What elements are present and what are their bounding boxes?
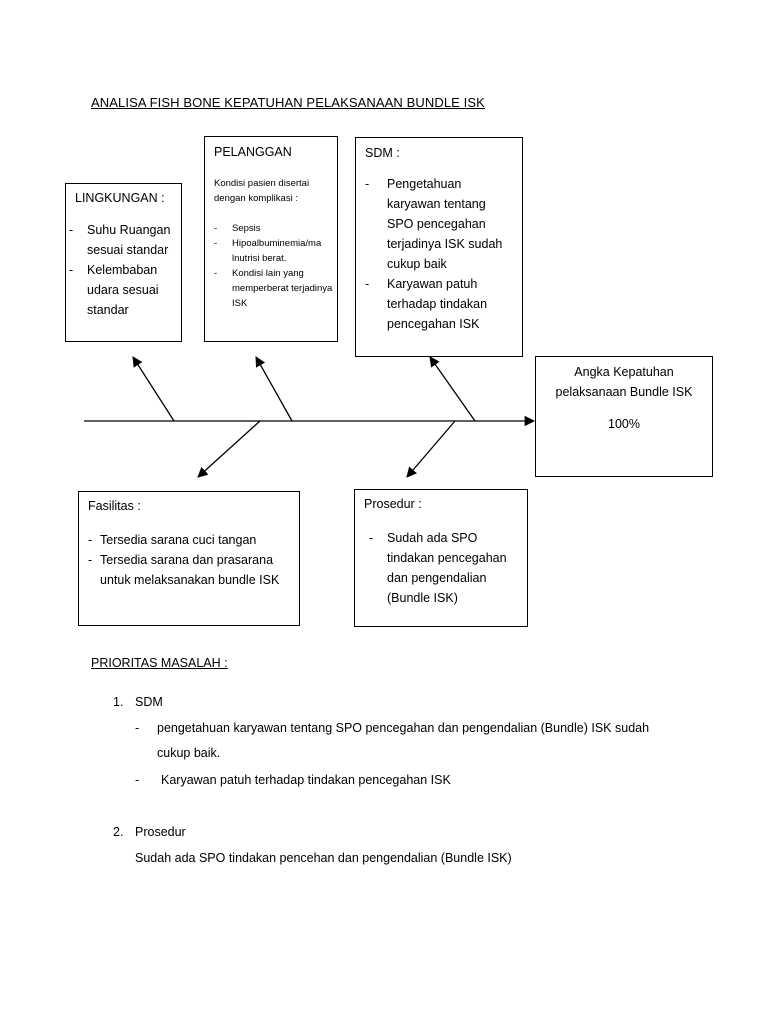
prio-item-1-sub-1a: pengetahuan karyawan tentang SPO pencega… bbox=[157, 721, 650, 735]
effect-line-1: Angka Kepatuhan bbox=[574, 365, 674, 379]
prio-dash-1: - bbox=[135, 721, 140, 735]
prio-dash-2: - bbox=[135, 773, 140, 787]
lingkungan-heading: LINGKUNGAN : bbox=[75, 191, 165, 205]
effect-line-2: pelaksanaan Bundle ISK bbox=[555, 385, 693, 399]
bone-lingkungan bbox=[132, 356, 175, 422]
pelanggan-intro: Kondisi pasien disertai dengan komplikas… bbox=[214, 178, 310, 204]
prosedur-heading: Prosedur : bbox=[364, 497, 422, 511]
list-item: Pengetahuan karyawan tentang SPO pencega… bbox=[365, 174, 510, 274]
bone-pelanggan bbox=[255, 356, 293, 422]
prio-item-2-label: Prosedur bbox=[135, 825, 186, 839]
sdm-heading: SDM : bbox=[365, 146, 400, 160]
list-item: Suhu Ruangan sesuai standar bbox=[69, 220, 177, 260]
prio-item-1-label: SDM bbox=[135, 695, 163, 709]
list-item: Tersedia sarana dan prasarana untuk mela… bbox=[88, 550, 293, 590]
list-item: Tersedia sarana cuci tangan bbox=[88, 530, 293, 550]
sdm-box: SDM : Pengetahuan karyawan tentang SPO p… bbox=[355, 137, 523, 357]
lingkungan-box: LINGKUNGAN : Suhu Ruangan sesuai standar… bbox=[65, 183, 182, 342]
prosedur-box: Prosedur : Sudah ada SPO tindakan penceg… bbox=[354, 489, 528, 627]
list-item: Karyawan patuh terhadap tindakan pencega… bbox=[365, 274, 510, 334]
list-item: Kondisi lain yang memperberat terjadinya… bbox=[214, 266, 336, 311]
prio-item-2-text: Sudah ada SPO tindakan pencehan dan peng… bbox=[135, 851, 512, 865]
fasilitas-box: Fasilitas : Tersedia sarana cuci tangan … bbox=[78, 491, 300, 626]
pelanggan-list: Sepsis Hipoalbuminemia/ma lnutrisi berat… bbox=[214, 221, 336, 311]
list-item: Sepsis bbox=[214, 221, 336, 236]
bone-fasilitas bbox=[197, 420, 261, 478]
prio-item-2-number: 2. bbox=[113, 825, 124, 839]
prosedur-list: Sudah ada SPO tindakan pencegahan dan pe… bbox=[369, 528, 521, 608]
bone-sdm bbox=[429, 356, 476, 422]
list-item: Hipoalbuminemia/ma lnutrisi berat. bbox=[214, 236, 336, 266]
bone-prosedur bbox=[406, 420, 456, 478]
effect-value: 100% bbox=[608, 417, 640, 431]
fasilitas-heading: Fasilitas : bbox=[88, 499, 141, 513]
page-title: ANALISA FISH BONE KEPATUHAN PELAKSANAAN … bbox=[91, 95, 485, 110]
sdm-list: Pengetahuan karyawan tentang SPO pencega… bbox=[365, 174, 510, 334]
list-item: Sudah ada SPO tindakan pencegahan dan pe… bbox=[369, 528, 521, 608]
prioritas-heading: PRIORITAS MASALAH : bbox=[91, 656, 228, 670]
effect-box: Angka Kepatuhan pelaksanaan Bundle ISK 1… bbox=[535, 356, 713, 477]
fasilitas-list: Tersedia sarana cuci tangan Tersedia sar… bbox=[88, 530, 293, 590]
prio-item-1-sub-2: Karyawan patuh terhadap tindakan pencega… bbox=[161, 773, 451, 787]
list-item: Kelembaban udara sesuai standar bbox=[69, 260, 177, 320]
prio-item-1-number: 1. bbox=[113, 695, 124, 709]
prio-item-1-sub-1b: cukup baik. bbox=[157, 746, 221, 760]
pelanggan-heading: PELANGGAN bbox=[214, 145, 292, 159]
lingkungan-list: Suhu Ruangan sesuai standar Kelembaban u… bbox=[69, 220, 177, 320]
pelanggan-box: PELANGGAN Kondisi pasien disertai dengan… bbox=[204, 136, 338, 342]
